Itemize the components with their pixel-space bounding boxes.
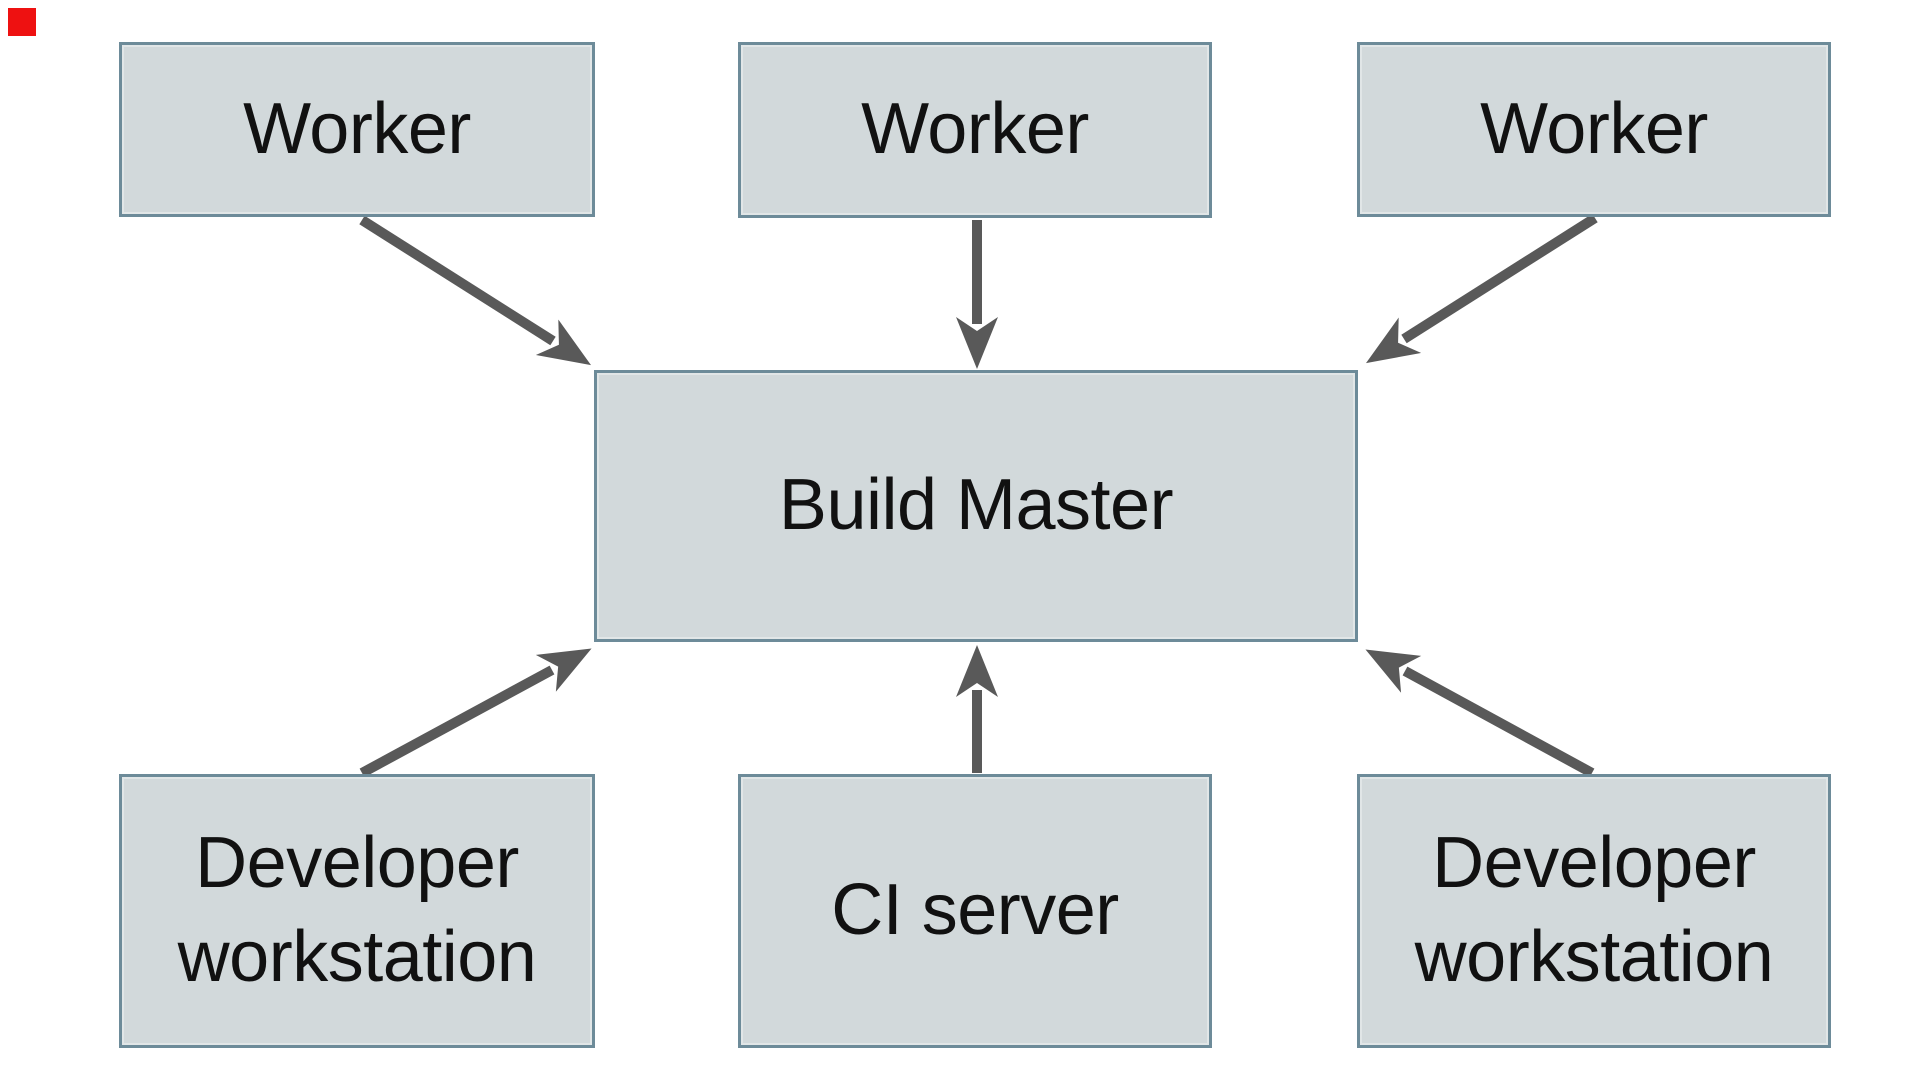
node-developer-workstation-1: Developer workstation: [119, 774, 595, 1048]
node-developer-workstation-2: Developer workstation: [1357, 774, 1831, 1048]
node-worker-3: Worker: [1357, 42, 1831, 217]
red-marker: [8, 8, 36, 36]
arrow-developer-workstation-2-to-build-master: [1365, 649, 1595, 778]
node-build-master: Build Master: [594, 370, 1358, 642]
node-ci-server-label: CI server: [831, 870, 1119, 951]
node-worker-2: Worker: [738, 42, 1212, 218]
arrow-worker-3-to-build-master: [1365, 213, 1598, 364]
node-developer-workstation-2-label: Developer workstation: [1414, 823, 1774, 997]
node-worker-1-label: Worker: [243, 88, 471, 169]
node-worker-3-label: Worker: [1480, 88, 1708, 169]
node-worker-1: Worker: [119, 42, 595, 217]
arrow-worker-1-to-build-master: [359, 215, 592, 366]
node-build-master-label: Build Master: [778, 465, 1174, 546]
node-ci-server: CI server: [738, 774, 1212, 1048]
node-developer-workstation-1-label: Developer workstation: [177, 823, 537, 997]
arrow-developer-workstation-1-to-build-master: [359, 648, 592, 778]
node-worker-2-label: Worker: [861, 89, 1089, 170]
